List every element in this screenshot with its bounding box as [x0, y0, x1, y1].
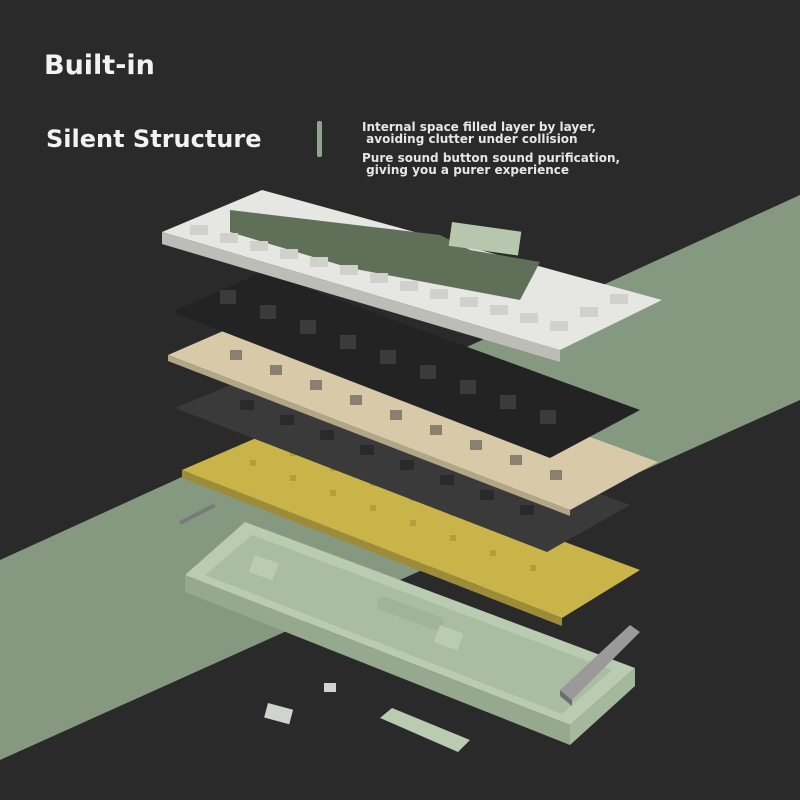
description-block2: Pure sound button sound purification, gi…	[362, 151, 621, 177]
plate-layer	[168, 315, 658, 516]
vertical-divider	[317, 121, 322, 157]
metal-bar	[560, 625, 640, 706]
heading-line2: Silent Structure	[46, 125, 262, 153]
switches-layer	[172, 272, 640, 458]
small-part-1	[264, 703, 294, 725]
keycaps-layer	[162, 190, 662, 362]
description-block1: Internal space filled layer by layer, av…	[362, 120, 597, 146]
foam-layer	[175, 372, 630, 552]
knob-block	[448, 221, 522, 256]
keyboard-case	[185, 522, 635, 745]
small-rod	[179, 503, 216, 525]
small-part-3	[380, 708, 470, 752]
heading-line1: Built-in	[44, 50, 155, 81]
small-part-2	[324, 683, 336, 692]
